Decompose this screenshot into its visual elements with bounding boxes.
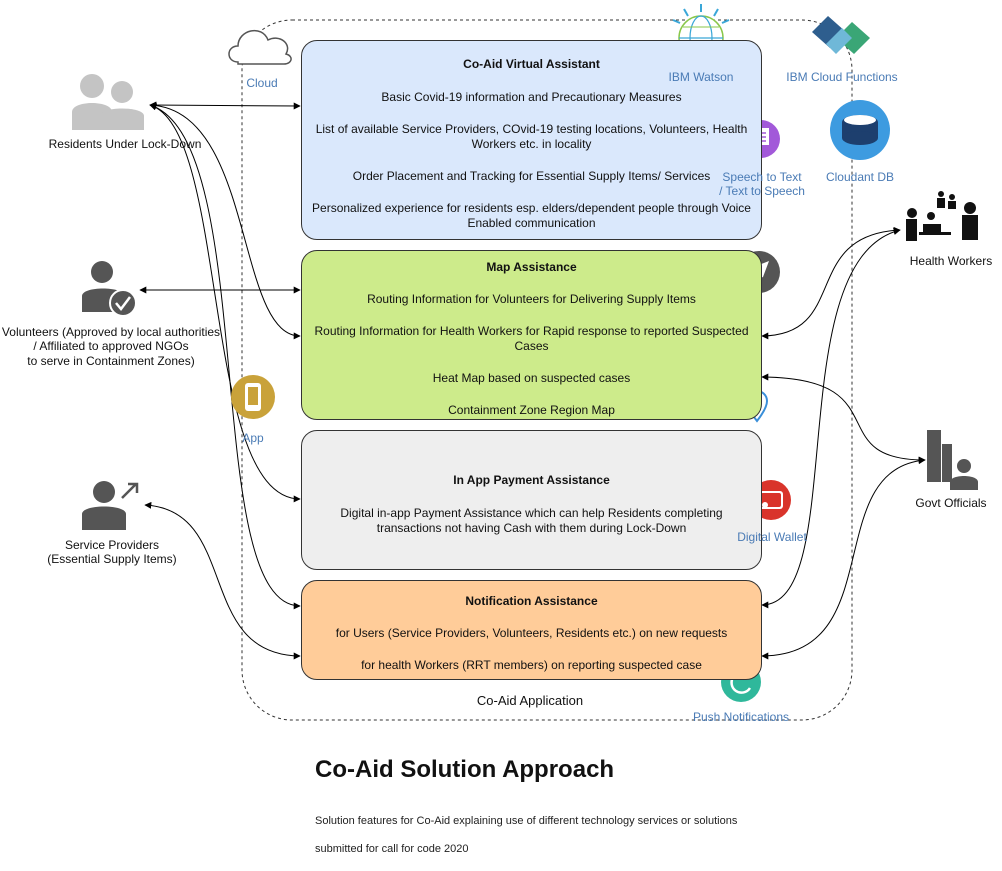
- connector-residents-payment: [149, 103, 301, 503]
- speech-to-text-label: Speech to Text / Text to Speech: [719, 170, 805, 199]
- connector-providers-notification: [144, 501, 301, 660]
- digital-wallet-label: Digital Wallet: [737, 530, 807, 544]
- virtual-assistant-box: Co-Aid Virtual Assistant Basic Covid-19 …: [301, 40, 762, 240]
- volunteers-label: Volunteers (Approved by local authoritie…: [1, 325, 221, 368]
- connectors-right: [761, 226, 926, 660]
- map-item-2: Routing Information for Health Workers f…: [314, 324, 749, 353]
- document-description-line-1: Solution features for Co-Aid explaining …: [315, 815, 738, 827]
- document-description-line-2: submitted for call for code 2020: [315, 843, 469, 855]
- service-providers-label: Service Providers (Essential Supply Item…: [47, 538, 177, 567]
- cloud-icon: [228, 29, 292, 65]
- map-item-3: Heat Map based on suspected cases: [432, 371, 631, 385]
- virtual-assistant-item-2: List of available Service Providers, COv…: [315, 122, 748, 151]
- virtual-assistant-title: Co-Aid Virtual Assistant: [463, 57, 600, 71]
- govt-officials-icon: [927, 430, 978, 490]
- virtual-assistant-item-1: Basic Covid-19 information and Precautio…: [381, 90, 682, 104]
- volunteers-icon: [82, 261, 137, 317]
- virtual-assistant-item-3: Order Placement and Tracking for Essenti…: [352, 169, 711, 183]
- residents-label: Residents Under Lock-Down: [48, 137, 202, 151]
- notification-assistance-title: Notification Assistance: [465, 594, 598, 608]
- payment-assistance-title: In App Payment Assistance: [453, 473, 610, 487]
- ibm-cloud-functions-label: IBM Cloud Functions: [786, 70, 898, 84]
- push-notifications-label: Push Notifications: [692, 710, 790, 724]
- map-item-4: Containment Zone Region Map: [448, 403, 615, 417]
- cloudant-db-label: Cloudant DB: [825, 170, 895, 184]
- connector-health-map: [761, 226, 901, 340]
- payment-item-1: Digital in-app Payment Assistance which …: [340, 506, 723, 535]
- ibm-watson-label: IBM Watson: [668, 70, 734, 84]
- cloudant-db-icon: [830, 100, 890, 160]
- payment-assistance-box: In App Payment Assistance Digital in-app…: [301, 430, 762, 570]
- connector-govt-notification: [761, 457, 926, 660]
- connector-govt-map: [761, 373, 926, 464]
- app-label: App: [242, 431, 264, 445]
- map-assistance-box: Map Assistance Routing Information for V…: [301, 250, 762, 420]
- connector-residents-virtual-assistant: [149, 101, 301, 110]
- document-title: Co-Aid Solution Approach: [315, 756, 615, 783]
- connector-health-notification: [761, 228, 901, 609]
- virtual-assistant-item-4: Personalized experience for residents es…: [312, 201, 751, 230]
- connectors-left: [139, 101, 301, 660]
- notification-assistance-box: Notification Assistance for Users (Servi…: [301, 580, 762, 680]
- health-workers-label: Health Workers: [909, 254, 993, 268]
- ibm-cloud-functions-icon: [812, 16, 870, 54]
- map-item-1: Routing Information for Volunteers for D…: [367, 292, 696, 306]
- cloud-label: Cloud: [246, 76, 278, 90]
- residents-icon: [72, 74, 144, 130]
- service-provider-icon: [82, 481, 139, 530]
- app-icon: [231, 375, 275, 419]
- health-workers-icon: [906, 191, 978, 241]
- notification-item-1: for Users (Service Providers, Volunteers…: [335, 626, 728, 640]
- application-boundary-label: Co-Aid Application: [476, 693, 584, 708]
- govt-officials-label: Govt Officials: [915, 496, 987, 510]
- map-assistance-title: Map Assistance: [486, 260, 577, 274]
- notification-item-2: for health Workers (RRT members) on repo…: [361, 658, 702, 672]
